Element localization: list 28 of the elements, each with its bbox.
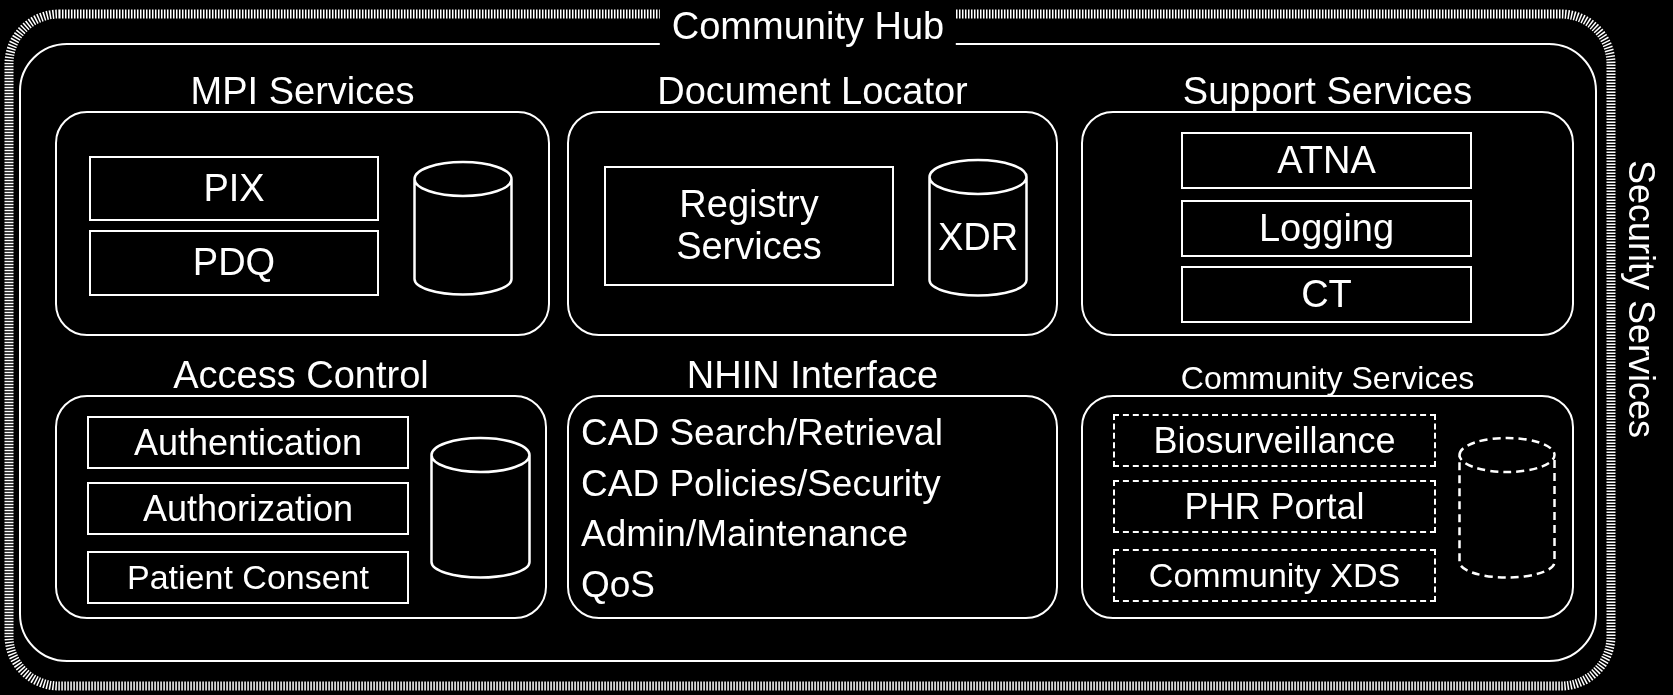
interface-item: CAD Search/Retrieval — [581, 413, 943, 454]
band-title: Security Services — [1620, 160, 1662, 439]
group-title: Support Services — [1181, 71, 1474, 113]
interface-item: Admin/Maintenance — [581, 514, 909, 555]
component-box: CT — [1181, 266, 1472, 323]
group-title: MPI Services — [189, 71, 416, 113]
group-title: NHIN Interface — [685, 355, 940, 397]
component-box: PIX — [89, 156, 379, 221]
interface-item: CAD Policies/Security — [581, 463, 941, 505]
database-cylinder — [413, 162, 513, 296]
component-box: Logging — [1181, 200, 1472, 257]
component-box: PHR Portal — [1113, 480, 1436, 533]
component-box: Biosurveillance — [1113, 414, 1436, 467]
component-box: Authentication — [87, 416, 409, 469]
database-cylinder — [430, 438, 531, 579]
component-box: Registry Services — [604, 166, 894, 286]
database-cylinder: XDR — [928, 160, 1028, 297]
component-box: PDQ — [89, 230, 379, 296]
component-box: Patient Consent — [87, 551, 409, 604]
component-box: Community XDS — [1113, 549, 1436, 602]
group-title: Document Locator — [656, 71, 969, 113]
component-box: ATNA — [1181, 132, 1472, 189]
group-title: Community Services — [1179, 361, 1476, 397]
group-title: Access Control — [172, 355, 430, 397]
database-cylinder — [1458, 438, 1556, 579]
hub-title: Community Hub — [659, 6, 957, 48]
component-box: Authorization — [87, 482, 409, 535]
interface-item: QoS — [581, 564, 656, 606]
